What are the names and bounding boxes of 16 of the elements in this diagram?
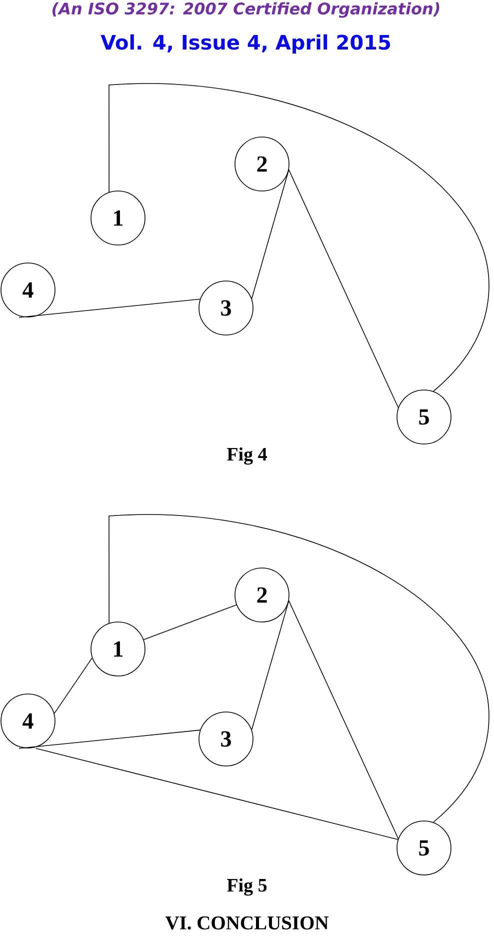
edge-line — [36, 748, 398, 840]
edge-line — [251, 169, 290, 300]
edge-line — [251, 600, 290, 730]
edge-line — [108, 83, 490, 392]
edge-line — [18, 298, 200, 318]
section-heading: VI. CONCLUSION — [165, 916, 329, 930]
edge-line — [18, 730, 200, 749]
edge-line — [288, 169, 399, 408]
edge-line — [143, 604, 237, 640]
figure-caption: Fig 4 — [227, 447, 267, 465]
edge-line — [108, 514, 490, 823]
issue-text: Vol. 4, Issue 4, April 2015 — [100, 34, 390, 54]
edge-line — [54, 658, 92, 714]
header-text: (An ISO 3297: 2007 Certified Organization) — [52, 2, 440, 18]
edge-line — [288, 600, 399, 840]
figure-caption: Fig 5 — [227, 878, 267, 896]
